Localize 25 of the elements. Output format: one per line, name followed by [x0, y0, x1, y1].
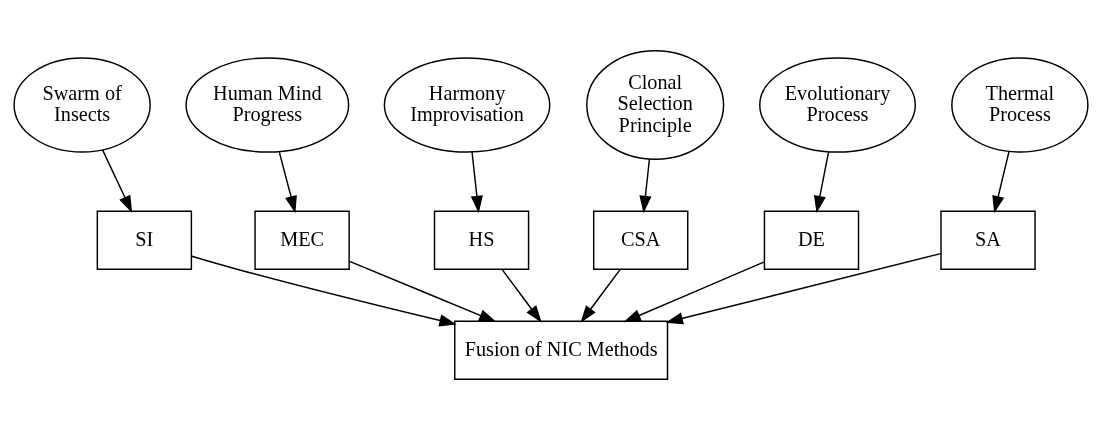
node-box: DE	[763, 210, 860, 270]
node-ellipse: Swarm of Insects	[13, 56, 151, 153]
node-box: SI	[96, 210, 193, 270]
arrow	[101, 148, 133, 213]
arrow	[665, 252, 942, 324]
arrow	[813, 150, 830, 213]
arrow	[191, 255, 457, 326]
arrow	[278, 150, 297, 213]
node-ellipse: Clonal Selection Principle	[586, 49, 725, 160]
node-box: SA	[940, 210, 1036, 270]
arrow	[580, 268, 621, 323]
node-box: HS	[433, 210, 530, 270]
node-ellipse: Evolutionary Process	[759, 56, 916, 153]
node-ellipse: Harmony Improvisation	[383, 56, 551, 153]
node-ellipse: Thermal Process	[951, 56, 1089, 153]
node-box: CSA	[592, 210, 689, 270]
node-ellipse: Human Mind Progress	[185, 56, 350, 153]
node-box: Fusion of NIC Methods	[454, 320, 669, 380]
arrow	[992, 150, 1010, 213]
arrow	[470, 150, 483, 213]
arrow	[639, 157, 652, 213]
node-box: MEC	[254, 210, 350, 270]
arrow	[501, 268, 542, 323]
arrow	[623, 260, 766, 322]
arrow	[348, 260, 497, 322]
